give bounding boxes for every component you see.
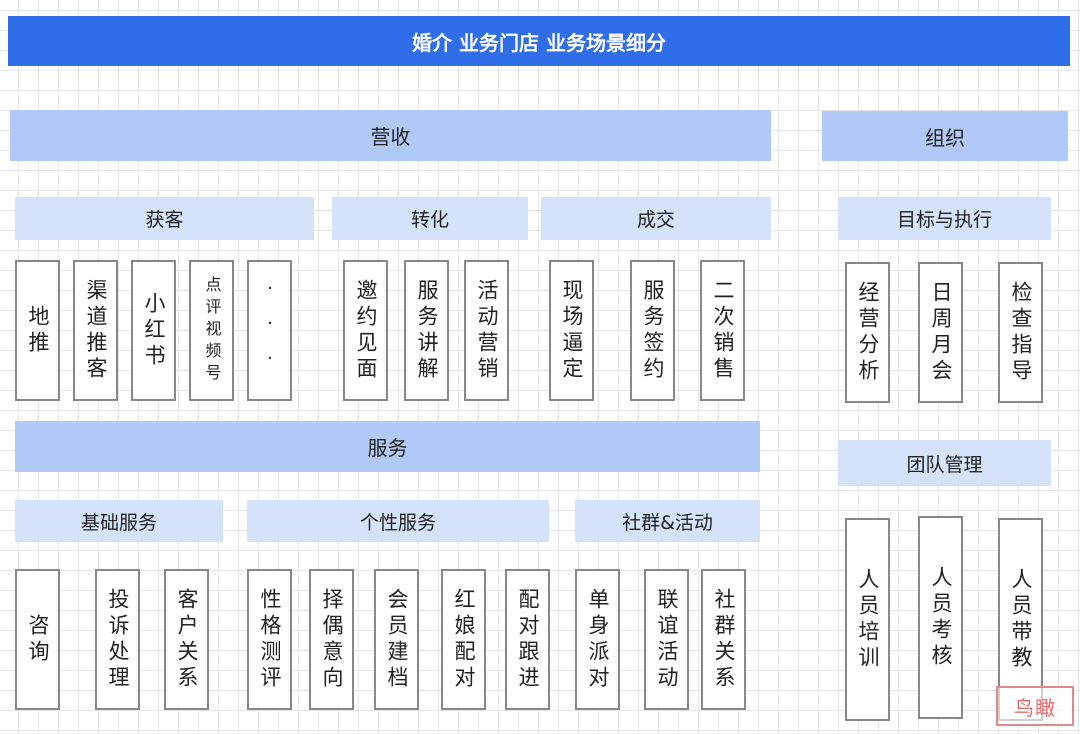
leaf-label: ···: [259, 278, 281, 383]
conversion-header: 转化: [332, 197, 528, 240]
leaf-label: 性格测评: [258, 587, 282, 692]
personal-service-header: 个性服务: [247, 500, 549, 542]
leaf-label: 客户关系: [175, 587, 199, 692]
leaf-basic-2: 投诉处理: [95, 569, 140, 710]
goals-header: 目标与执行: [838, 197, 1051, 240]
leaf-acquisition-4: 点评视频号: [189, 260, 234, 401]
leaf-label: 配对跟进: [516, 587, 540, 692]
leaf-label: 二次销售: [711, 278, 735, 383]
leaf-label: 日周月会: [929, 280, 953, 385]
leaf-acquisition-1: 地推: [15, 260, 60, 401]
leaf-label: 择偶意向: [320, 587, 344, 692]
leaf-label: 联谊活动: [655, 587, 679, 692]
leaf-goals-1: 经营分析: [845, 262, 890, 403]
leaf-community-1: 单身派对: [575, 569, 620, 710]
leaf-personal-2: 择偶意向: [309, 569, 354, 710]
organization-band: 组织: [822, 111, 1068, 161]
leaf-conversion-2: 服务讲解: [404, 260, 449, 401]
leaf-acquisition-5: ···: [247, 260, 292, 401]
leaf-label: 检查指导: [1009, 280, 1033, 385]
leaf-goals-3: 检查指导: [998, 262, 1043, 403]
diagram-title: 婚介 业务门店 业务场景细分: [8, 16, 1070, 66]
leaf-label: 渠道推客: [84, 278, 108, 383]
leaf-personal-4: 红娘配对: [441, 569, 486, 710]
leaf-label: 现场逼定: [560, 278, 584, 383]
leaf-label: 人员考核: [929, 565, 953, 670]
leaf-personal-3: 会员建档: [374, 569, 419, 710]
leaf-team-2: 人员考核: [918, 516, 963, 719]
leaf-personal-5: 配对跟进: [505, 569, 550, 710]
acquisition-header: 获客: [15, 197, 314, 240]
leaf-label: 投诉处理: [106, 587, 130, 692]
deal-header: 成交: [541, 197, 771, 240]
leaf-deal-2: 服务签约: [630, 260, 675, 401]
leaf-label: 小红书: [142, 291, 166, 370]
leaf-label: 单身派对: [586, 587, 610, 692]
leaf-conversion-3: 活动营销: [464, 260, 509, 401]
service-band: 服务: [15, 421, 760, 472]
leaf-label: 经营分析: [856, 280, 880, 385]
leaf-label: 社群关系: [712, 587, 736, 692]
leaf-label: 咨询: [26, 613, 50, 666]
community-header: 社群&活动: [575, 500, 760, 542]
watermark-stamp: 鸟瞰: [996, 686, 1074, 726]
leaf-label: 红娘配对: [452, 587, 476, 692]
leaf-label: 邀约见面: [354, 278, 378, 383]
leaf-team-1: 人员培训: [845, 518, 890, 721]
leaf-label: 地推: [26, 304, 50, 357]
leaf-label: 会员建档: [385, 587, 409, 692]
leaf-label: 人员培训: [856, 567, 880, 672]
leaf-basic-3: 客户关系: [164, 569, 209, 710]
revenue-band: 营收: [10, 110, 771, 161]
basic-service-header: 基础服务: [15, 500, 223, 542]
leaf-label: 点评视频号: [202, 275, 222, 386]
leaf-basic-1: 咨询: [15, 569, 60, 710]
team-header: 团队管理: [838, 440, 1051, 486]
leaf-community-2: 联谊活动: [644, 569, 689, 710]
leaf-deal-1: 现场逼定: [549, 260, 594, 401]
leaf-label: 服务讲解: [415, 278, 439, 383]
leaf-acquisition-3: 小红书: [131, 260, 176, 401]
leaf-community-3: 社群关系: [701, 569, 746, 710]
leaf-personal-1: 性格测评: [247, 569, 292, 710]
leaf-deal-3: 二次销售: [700, 260, 745, 401]
leaf-label: 服务签约: [641, 278, 665, 383]
leaf-label: 活动营销: [475, 278, 499, 383]
leaf-acquisition-2: 渠道推客: [73, 260, 118, 401]
leaf-goals-2: 日周月会: [918, 262, 963, 403]
leaf-conversion-1: 邀约见面: [343, 260, 388, 401]
leaf-label: 人员带教: [1009, 567, 1033, 672]
